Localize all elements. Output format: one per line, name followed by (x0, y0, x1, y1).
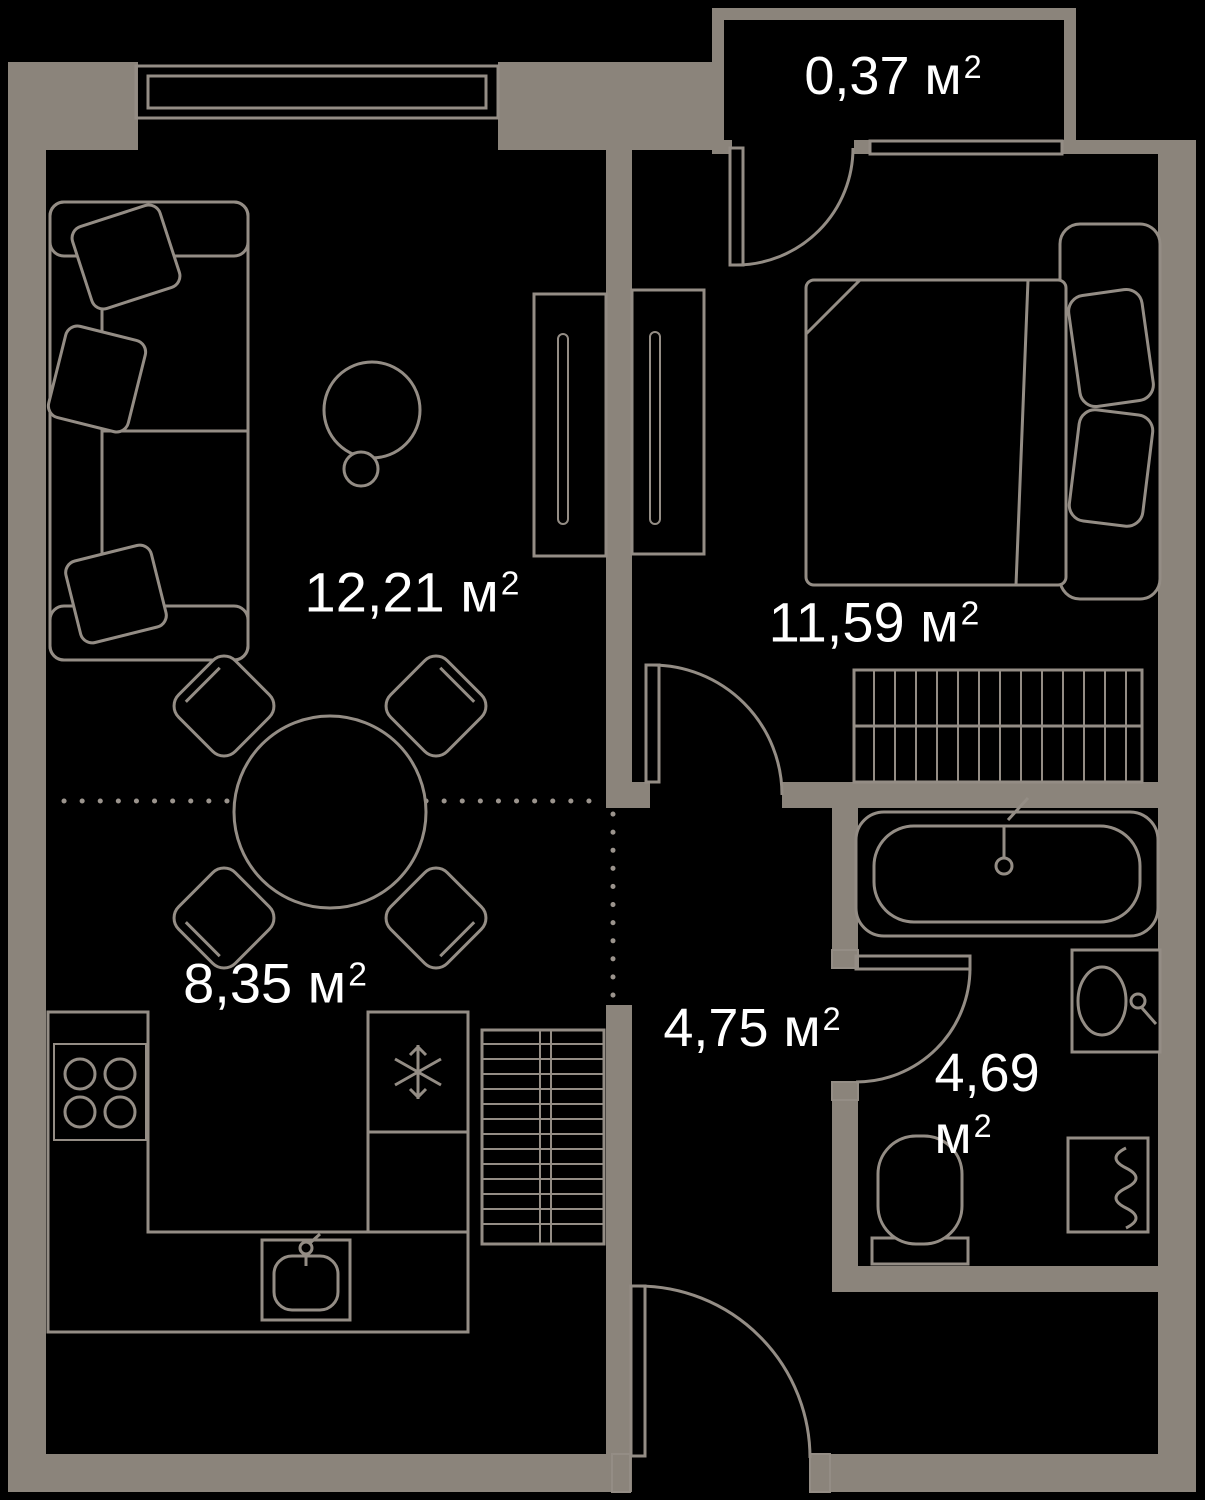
sofa-pillow (46, 324, 148, 434)
balcony-wall-top (712, 8, 1076, 20)
walls (8, 8, 1196, 1492)
bedroom-window (868, 139, 1064, 156)
bedroom-top-wall-a (712, 140, 732, 154)
toilet (870, 1134, 970, 1266)
doors (629, 146, 972, 1459)
stairs-hatch (480, 1028, 606, 1246)
wall-bathroom-bottom (832, 1266, 1196, 1292)
stove (53, 1043, 147, 1141)
stove-burner (63, 1057, 97, 1091)
balcony-wall-left (712, 8, 724, 154)
blanket-fold (804, 278, 1030, 586)
kitchen-area-label: 8,35 м2 (183, 951, 367, 1015)
fridge (366, 1010, 470, 1234)
bathroom-door-leaf (854, 954, 972, 971)
bedroom-dresser (852, 668, 1144, 784)
hallway-area-label: 4,75 м2 (663, 998, 841, 1058)
bedroom-area-label: 11,59 м2 (768, 590, 980, 654)
wall-bottom-right (810, 1454, 1196, 1492)
windows (134, 64, 1064, 156)
balcony-door-leaf (728, 146, 745, 267)
dining-chair (172, 654, 276, 758)
bedroom-door-leaf (644, 663, 661, 784)
wall-bottom-left (8, 1454, 630, 1492)
balcony-wall-right (1064, 8, 1076, 154)
wall-bathroom-left-upper (832, 808, 858, 968)
balcony-area-label: 0,37 м2 (804, 46, 982, 106)
stove-burner (103, 1095, 137, 1129)
dining-set (172, 654, 488, 970)
dining-chair (384, 654, 488, 758)
dining-chair (172, 866, 276, 970)
wall-left (8, 62, 46, 1492)
bed-pillow (1067, 408, 1155, 528)
dining-table (232, 714, 428, 910)
balcony-door-arc (735, 147, 855, 267)
kitchen-cabinet (366, 1130, 470, 1234)
stove-burner (63, 1095, 97, 1129)
bedroom-door-arc (651, 663, 784, 796)
bathroom-area-label: 4,69 м2 (934, 1043, 1040, 1165)
bed-pillow (1067, 287, 1155, 409)
stove-burner (103, 1057, 137, 1091)
living-window-inner (146, 74, 488, 110)
bathtub-faucet (1002, 796, 1030, 858)
bathroom-door-arc (855, 967, 972, 1084)
wall-living-bedroom (606, 150, 632, 808)
sink-tap (1129, 992, 1147, 1010)
bed (804, 222, 1162, 601)
towel-rail (1066, 1136, 1150, 1234)
living-window (134, 64, 500, 120)
wardrobe-handle (557, 333, 569, 525)
towel-rail-coil (1114, 1146, 1138, 1230)
bed-mattress (804, 278, 1068, 587)
wall-bathroom-left-lower (832, 1082, 858, 1292)
wardrobe (532, 288, 706, 558)
bedroom-top-wall-b (854, 140, 870, 154)
bathtub-drain (994, 856, 1014, 876)
sofa-pillow (70, 203, 182, 311)
wardrobe-handle (649, 331, 661, 525)
wall-bedroom-bathroom (782, 782, 1196, 808)
toilet-bowl (876, 1134, 964, 1246)
entrance-door-leaf (629, 1284, 647, 1458)
wall-hall-stub (606, 782, 650, 808)
sofa-pillow (64, 543, 168, 645)
kitchen-sink (260, 1232, 352, 1322)
dining-chair (384, 866, 488, 970)
living-room-area-label: 12,21 м2 (304, 560, 520, 624)
door-jambs (611, 949, 859, 1493)
bathroom-sink (1070, 948, 1162, 1054)
entrance-door-arc (637, 1284, 812, 1459)
wall-kitchen-hall (606, 1005, 632, 1492)
wall-top-center (498, 62, 712, 150)
sofa (46, 200, 250, 662)
wall-top-left (8, 62, 138, 150)
bathtub (854, 796, 1160, 938)
floor-lamp (322, 360, 422, 488)
snowflake-icon (394, 1044, 442, 1100)
